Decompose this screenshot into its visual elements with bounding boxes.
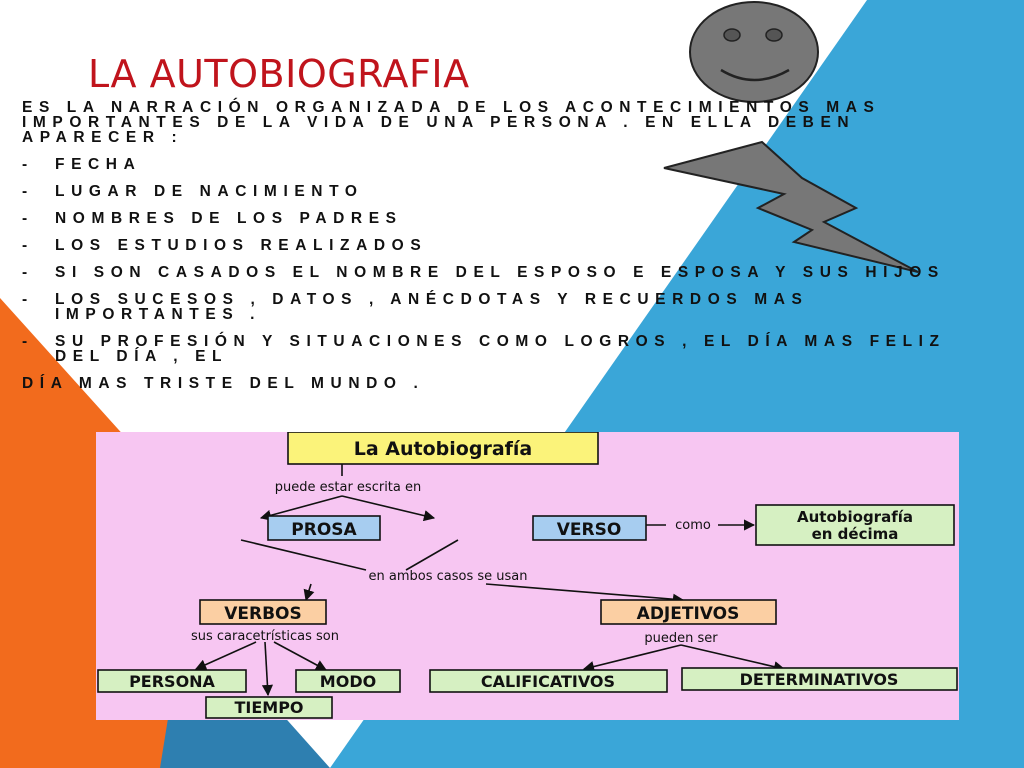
node-calificativos: CALIFICATIVOS [481, 672, 615, 691]
list-item: LOS ESTUDIOS REALIZADOS [22, 238, 1002, 254]
node-decima-line2: en décima [812, 525, 899, 543]
link-como: como [675, 518, 711, 533]
list-item: NOMBRES DE LOS PADRES [22, 211, 1002, 227]
list-item: SI SON CASADOS EL NOMBRE DEL ESPOSO E ES… [22, 265, 1002, 281]
list-item: FECHA [22, 157, 1002, 173]
list-item: LOS SUCESOS , DATOS , ANÉCDOTAS Y RECUER… [22, 292, 1002, 323]
node-persona: PERSONA [129, 672, 215, 691]
node-adjetivos: ADJETIVOS [637, 604, 740, 624]
list-item: SU PROFESIÓN Y SITUACIONES COMO LOGROS ,… [22, 334, 1002, 365]
node-tiempo: TIEMPO [234, 698, 303, 717]
node-determinativos: DETERMINATIVOS [740, 670, 899, 689]
link-puede-estar: puede estar escrita en [275, 480, 422, 495]
node-decima-line1: Autobiografía [797, 508, 913, 526]
link-pueden-ser: pueden ser [644, 631, 718, 646]
node-prosa: PROSA [291, 520, 357, 540]
link-ambos: en ambos casos se usan [369, 569, 528, 584]
page-title: LA AUTOBIOGRAFIA [88, 52, 470, 96]
slide-body: ES LA NARRACIÓN ORGANIZADA DE LOS ACONTE… [22, 99, 1002, 392]
concept-map: La Autobiografía puede estar escrita en … [96, 432, 959, 720]
list-item: LUGAR DE NACIMIENTO [22, 184, 1002, 200]
link-caracteristicas: sus caracetrísticas son [191, 629, 339, 644]
node-verso: VERSO [557, 520, 622, 540]
intro-paragraph: ES LA NARRACIÓN ORGANIZADA DE LOS ACONTE… [22, 99, 881, 146]
node-modo: MODO [320, 672, 376, 691]
node-root: La Autobiografía [354, 438, 532, 460]
map-connectors [194, 464, 786, 697]
smiley-face-icon [689, 1, 819, 103]
items-list: FECHA LUGAR DE NACIMIENTO NOMBRES DE LOS… [22, 157, 1002, 365]
closing-line: DÍA MAS TRISTE DEL MUNDO . [22, 375, 425, 392]
node-verbos: VERBOS [224, 604, 302, 624]
